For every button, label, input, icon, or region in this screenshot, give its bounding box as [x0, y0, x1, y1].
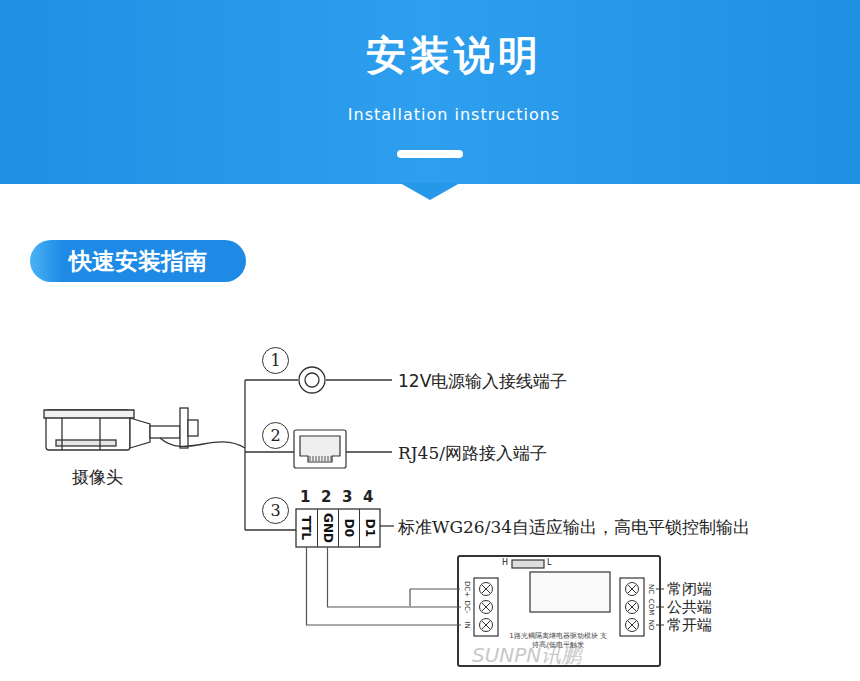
pin-number: 2	[321, 488, 331, 506]
pin-name: TTL	[300, 516, 314, 540]
terminal-block	[296, 509, 380, 547]
callout-circle: 2	[262, 422, 289, 449]
port-label: RJ45/网路接入端子	[398, 442, 547, 465]
section-heading: 快速安装指南	[69, 246, 207, 277]
header-band: 安装说明 Installation instructions	[0, 20, 860, 130]
callout-circle: 3	[262, 497, 289, 524]
power-wire	[410, 588, 460, 589]
pin-name: COM	[647, 599, 655, 615]
module-print: 1路光耦隔离继电器驱动模块 支持高/低电平触发	[508, 632, 608, 650]
terminal-cell: D1	[359, 509, 380, 547]
signal-wire	[328, 547, 462, 607]
power-wire	[409, 589, 410, 606]
terminal-cell: D0	[338, 509, 359, 547]
page-subtitle: Installation instructions	[0, 105, 860, 124]
pin-name: DC+	[463, 581, 471, 597]
contact-label: 公共端	[667, 598, 712, 617]
relay-module: 1路光耦隔离继电器驱动模块 支持高/低电平触发 DC+ DC- IN NC COM NO	[458, 556, 660, 666]
leader-line	[326, 379, 392, 380]
rj45-pins	[310, 456, 331, 461]
rj45-icon	[294, 430, 346, 468]
pin-number: 3	[342, 488, 352, 506]
pill-ground	[30, 240, 246, 282]
signal-wire	[307, 547, 462, 625]
power-jack	[299, 367, 325, 393]
header-bar	[397, 150, 463, 158]
pin-name: NO	[647, 620, 655, 631]
camera-cable	[160, 438, 245, 448]
callout-circle: 1	[262, 347, 289, 374]
header-notch	[400, 183, 460, 200]
contact-label: 常闭端	[667, 580, 712, 599]
port-label: 标准WG26/34自适应输出，高电平锁控制输出	[398, 516, 750, 539]
relay-terminal: IN	[461, 614, 473, 636]
relay-terminal: DC-	[461, 596, 473, 618]
leader-line	[346, 451, 392, 452]
terminal-cell: GND	[317, 509, 338, 547]
terminal-screws	[480, 583, 639, 632]
relay-terminal: DC+	[461, 578, 473, 600]
jumper-label: H	[502, 558, 508, 567]
callout-number: 3	[270, 501, 280, 520]
callout-number: 2	[270, 426, 280, 445]
pin-name: GND	[321, 513, 335, 543]
leader-line	[380, 525, 394, 526]
pin-name: NC	[647, 584, 655, 594]
relay-terminal: COM	[645, 596, 657, 618]
pin-name: DC-	[463, 601, 471, 614]
pin-name: D0	[342, 519, 356, 537]
section-pill: 快速安装指南	[30, 240, 246, 282]
camera-drawing	[44, 408, 198, 450]
relay-terminal: NC	[645, 578, 657, 600]
port-label: 12V电源输入接线端子	[398, 370, 567, 393]
relay-terminal: NO	[645, 614, 657, 636]
output-leaders	[656, 589, 664, 625]
header-band	[0, 0, 860, 184]
jumper-label: L	[547, 558, 551, 567]
pin-number: 4	[363, 488, 373, 506]
pin-name: D1	[363, 519, 377, 537]
terminal-cell: TTL	[296, 509, 317, 547]
contact-label: 常开端	[667, 616, 712, 635]
pin-name: IN	[463, 621, 471, 628]
callout-number: 1	[270, 351, 280, 370]
bracket-lines	[245, 380, 298, 530]
pin-number: 1	[300, 488, 310, 506]
part-name: 摄像头	[72, 466, 123, 489]
page-title: 安装说明	[0, 28, 860, 83]
